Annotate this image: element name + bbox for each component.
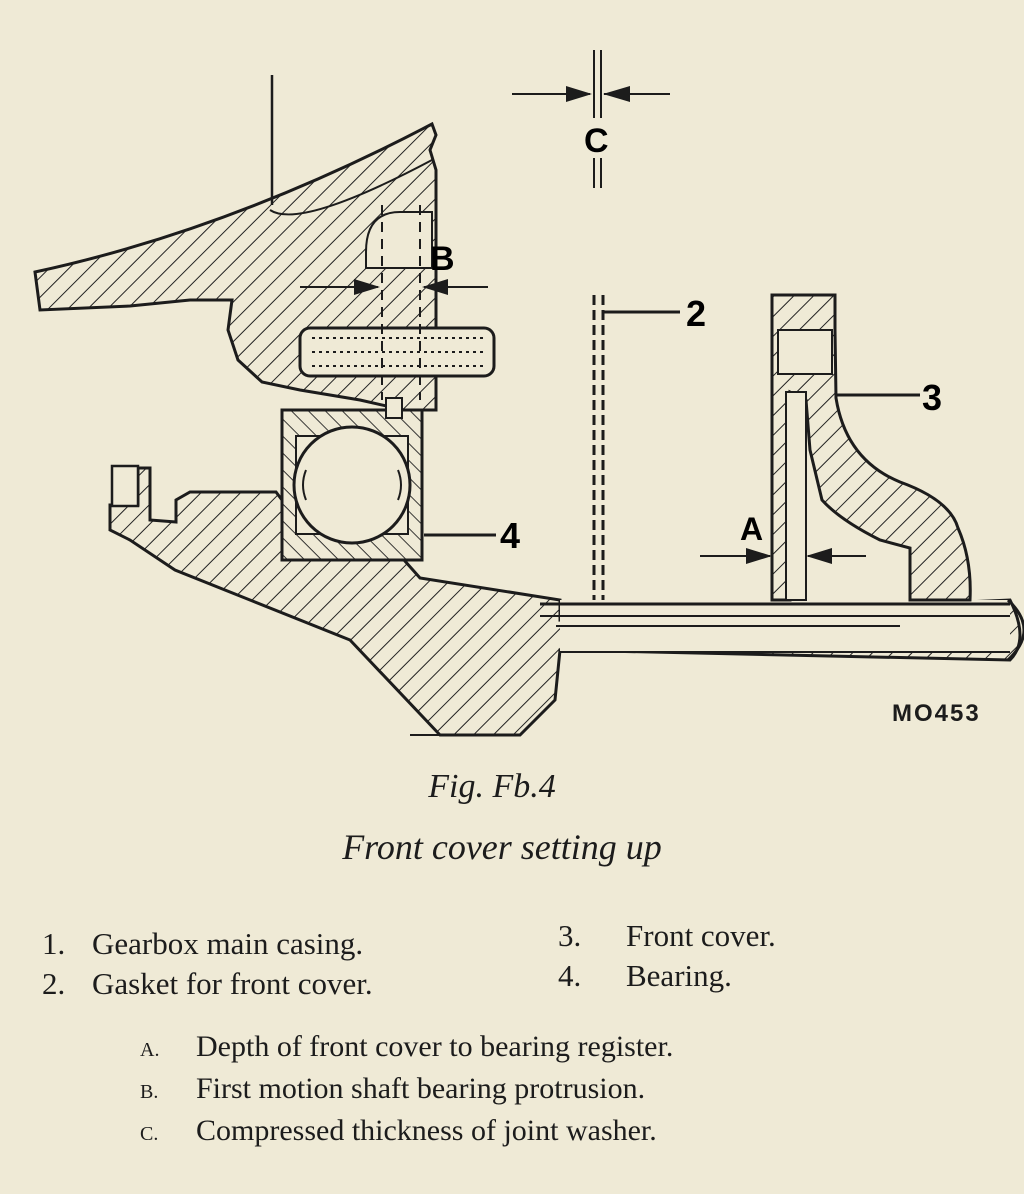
stud (298, 326, 496, 378)
legend-dim-c: C.Compressed thickness of joint washer. (140, 1114, 657, 1147)
label-b: B (430, 240, 455, 278)
figure-code: MO453 (892, 700, 981, 727)
label-part-4: 4 (500, 515, 520, 556)
figure-number: Fig. Fb.4 (428, 768, 556, 805)
dimension-a (700, 548, 866, 564)
label-part-3: 3 (922, 377, 942, 418)
dimension-b (300, 279, 488, 295)
legend-item-2: 2.Gasket for front cover. (42, 966, 373, 1001)
legend-dim-b: B.First motion shaft bearing protrusion. (140, 1072, 646, 1105)
legend-item-3: 3.Front cover. (558, 918, 776, 953)
gasket (592, 295, 680, 600)
dimension-c (512, 50, 670, 188)
figure-title: Front cover setting up (342, 827, 662, 867)
label-a: A (740, 511, 763, 547)
legend-item-1: 1.Gearbox main casing. (42, 926, 364, 961)
first-motion-shaft (108, 464, 1024, 737)
legend-dim-a: A.Depth of front cover to bearing regist… (140, 1030, 674, 1063)
bearing (280, 397, 424, 562)
front-cover-diagram: C B A 2 3 4 (33, 50, 1024, 737)
legend-item-4: 4.Bearing. (558, 958, 732, 993)
label-c: C (584, 122, 609, 160)
front-cover (770, 293, 972, 602)
label-part-2: 2 (686, 293, 706, 334)
